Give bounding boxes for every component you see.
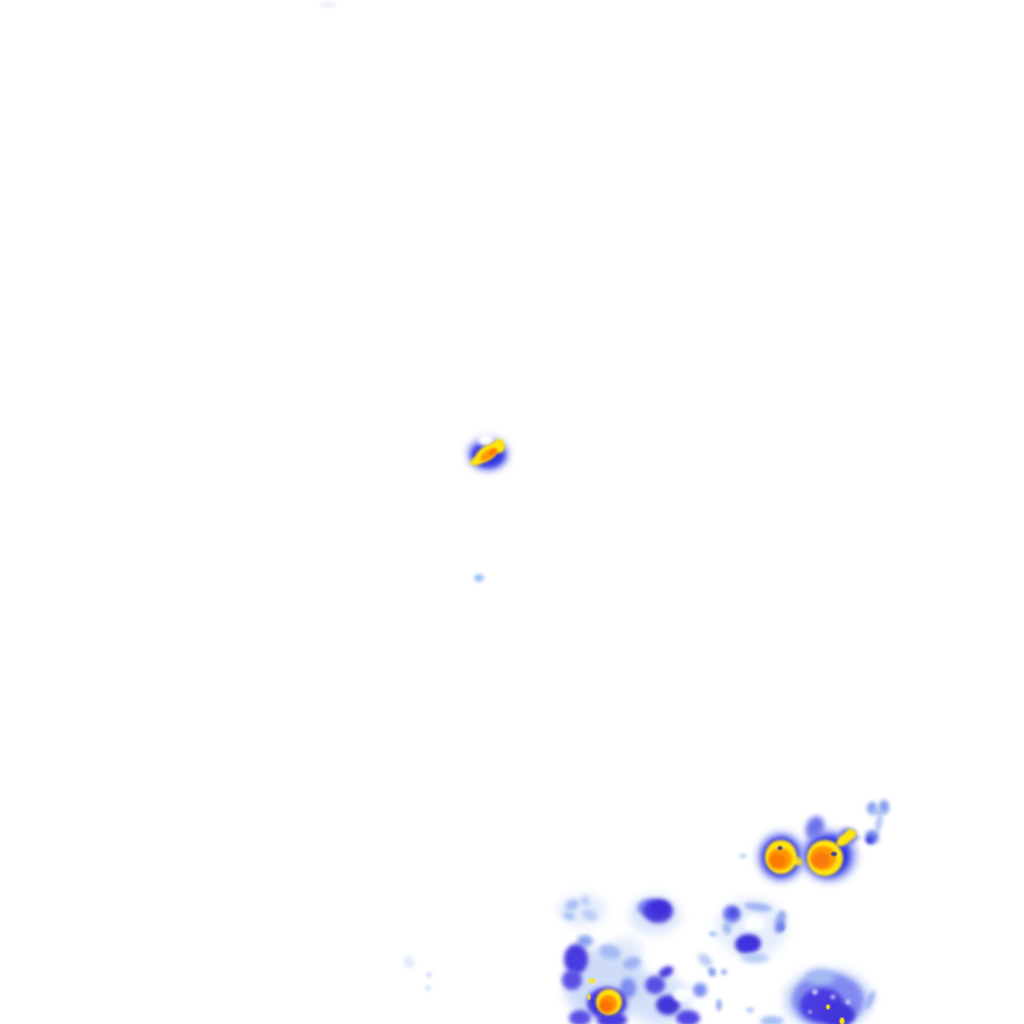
patch-mid-3 bbox=[698, 953, 712, 967]
ring-topleft-core bbox=[728, 908, 738, 918]
wisp-nw-4 bbox=[563, 911, 575, 921]
cell-west-core bbox=[770, 854, 786, 868]
squiggle-bottom-core bbox=[866, 836, 874, 844]
patch-mid-1 bbox=[599, 944, 621, 960]
patch-s-7 bbox=[760, 1016, 784, 1024]
speck-s-2 bbox=[721, 969, 727, 975]
ring-right-core bbox=[777, 922, 785, 932]
squiggle-link bbox=[870, 809, 886, 815]
patch-s-6 bbox=[693, 983, 707, 997]
cell-west-beak bbox=[790, 856, 804, 866]
ring-west-dash bbox=[709, 931, 717, 937]
wisp-nw-1 bbox=[565, 899, 579, 911]
patch-s-2 bbox=[645, 976, 665, 994]
wisp-far-left-3 bbox=[425, 984, 431, 992]
blob-se-hole3 bbox=[845, 999, 851, 1005]
speck-s-3 bbox=[716, 999, 722, 1011]
blob-se-speck-yellow-1 bbox=[826, 1004, 830, 1010]
blob-se-streak bbox=[864, 990, 876, 1010]
speck-yellow-2 bbox=[587, 994, 591, 1000]
speck-s-4 bbox=[746, 1007, 754, 1013]
cell-west-dot bbox=[777, 846, 783, 850]
squiggle-stem bbox=[875, 814, 883, 832]
cell-south-core bbox=[600, 1000, 612, 1012]
patch-s-4 bbox=[656, 995, 680, 1015]
dash-near-west-cell bbox=[739, 853, 747, 859]
patch-mid-2 bbox=[623, 956, 641, 970]
ring-top-arc bbox=[744, 902, 772, 912]
wisp-nw-2 bbox=[581, 896, 589, 906]
cell-north-core bbox=[488, 448, 498, 456]
faint-smudge-top bbox=[320, 2, 336, 8]
cell-east-hook-tip bbox=[846, 829, 856, 839]
drizzle-dot bbox=[474, 574, 484, 582]
wisp-far-left-2 bbox=[426, 972, 432, 978]
speck-s-1 bbox=[707, 967, 717, 977]
blob-n-dark bbox=[651, 901, 669, 915]
patch-s-3 bbox=[658, 966, 674, 978]
wisp-far-left-1 bbox=[404, 956, 414, 968]
ring-center-white bbox=[744, 915, 766, 931]
blob-se-hole1 bbox=[812, 989, 818, 995]
column-w-bottom bbox=[569, 1010, 591, 1024]
wisp-nw-3 bbox=[582, 909, 598, 921]
cell-east-dot bbox=[831, 851, 837, 857]
cell-north-gap bbox=[478, 434, 494, 446]
column-w-core bbox=[564, 944, 588, 974]
column-w-mid bbox=[577, 935, 593, 947]
blob-se-hole4 bbox=[808, 1010, 812, 1014]
column-w-lower bbox=[562, 970, 582, 990]
cell-south-halo2 bbox=[597, 1012, 627, 1024]
patch-s-5 bbox=[676, 1010, 700, 1024]
patch-s-1 bbox=[620, 978, 636, 998]
patch-s-white bbox=[673, 988, 691, 1002]
blob-se-hole2 bbox=[830, 994, 836, 1000]
blob-se-speck-yellow-2 bbox=[839, 1017, 845, 1024]
ring-south-blob bbox=[735, 933, 761, 955]
blob-se-top-fringe bbox=[805, 969, 835, 985]
ring-south-fringe bbox=[741, 953, 769, 963]
ring-left-arc bbox=[722, 922, 732, 934]
speck-yellow-1 bbox=[589, 978, 595, 984]
cell-east-core bbox=[812, 852, 830, 868]
